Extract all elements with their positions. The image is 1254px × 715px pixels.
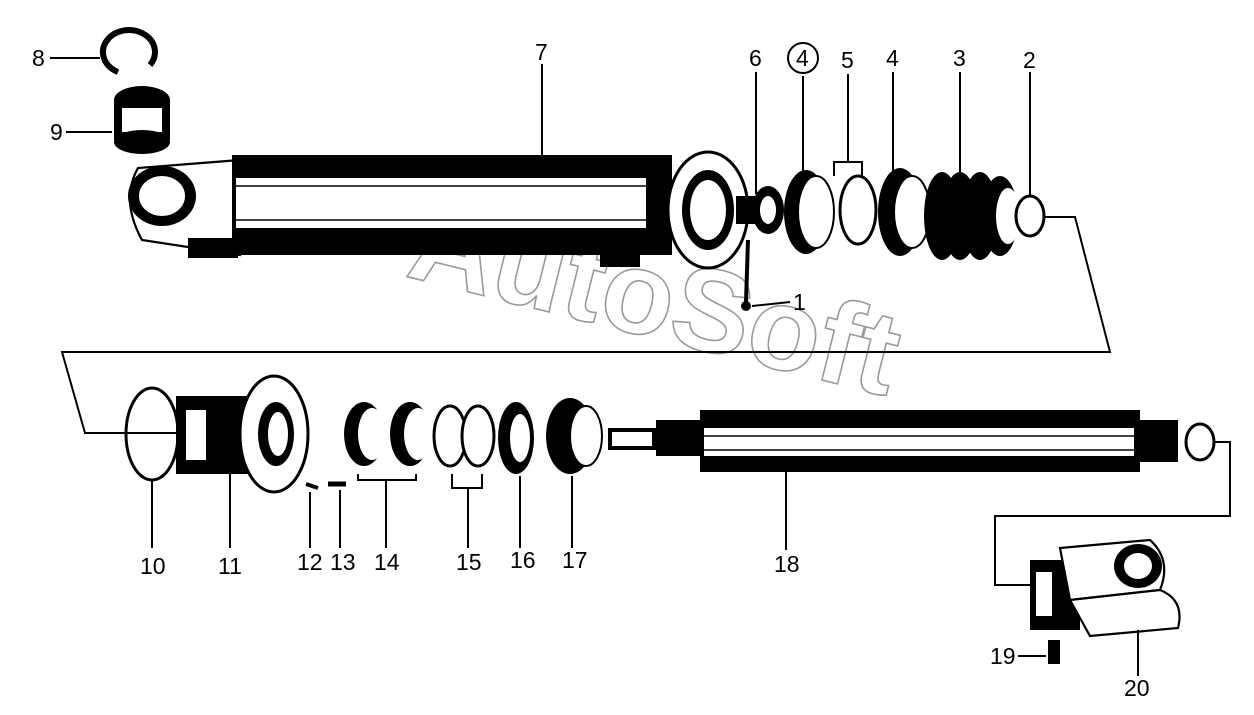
washer [305, 482, 319, 490]
seal-rings [432, 404, 496, 468]
callout-4-circle [787, 42, 819, 74]
callout-20: 20 [1124, 675, 1150, 701]
cylinder-tube [128, 150, 750, 270]
nut [736, 186, 784, 234]
cylinder-head-flange [176, 374, 310, 494]
wiper-nut [546, 398, 603, 474]
callout-11: 11 [218, 553, 242, 579]
piston-end-ring [1014, 194, 1046, 238]
callout-8: 8 [32, 45, 45, 71]
set-screw [1048, 640, 1060, 664]
callout-10: 10 [140, 553, 166, 579]
callout-7: 7 [535, 39, 548, 65]
callout-12: 12 [297, 549, 323, 575]
piston-ring-right [878, 168, 931, 256]
rod-seal [498, 402, 534, 474]
callout-9: 9 [50, 119, 63, 145]
callout-14: 14 [374, 549, 400, 575]
piston-rod [608, 410, 1216, 472]
pin [741, 239, 751, 311]
callout-4: 4 [886, 45, 899, 71]
callout-19: 19 [990, 643, 1016, 669]
callout-16: 16 [510, 547, 536, 573]
callout-6: 6 [749, 45, 762, 71]
snap-ring [99, 27, 158, 75]
assembly-line-upper-lower [60, 216, 1112, 434]
callout-18: 18 [774, 551, 800, 577]
callout-labels: 8 9 7 6 4 5 4 3 2 1 10 11 12 13 14 15 16… [32, 39, 1150, 701]
callout-2: 2 [1023, 47, 1036, 73]
piston-seal-pack [924, 172, 1020, 260]
callout-3: 3 [953, 45, 966, 71]
callout-1: 1 [793, 289, 806, 315]
callout-5: 5 [841, 47, 854, 73]
rod-clevis [1030, 538, 1181, 638]
bushing [114, 86, 170, 154]
seal-ring-5a [838, 174, 878, 246]
guide-rings [344, 402, 432, 466]
callout-15: 15 [456, 549, 482, 575]
leader-lines [50, 57, 1139, 676]
callout-13: 13 [330, 549, 356, 575]
callout-17: 17 [562, 547, 588, 573]
callout-4-circled: 4 [796, 45, 809, 71]
piston-ring-left [784, 170, 835, 254]
assembly-line-rod-clevis [994, 441, 1231, 586]
